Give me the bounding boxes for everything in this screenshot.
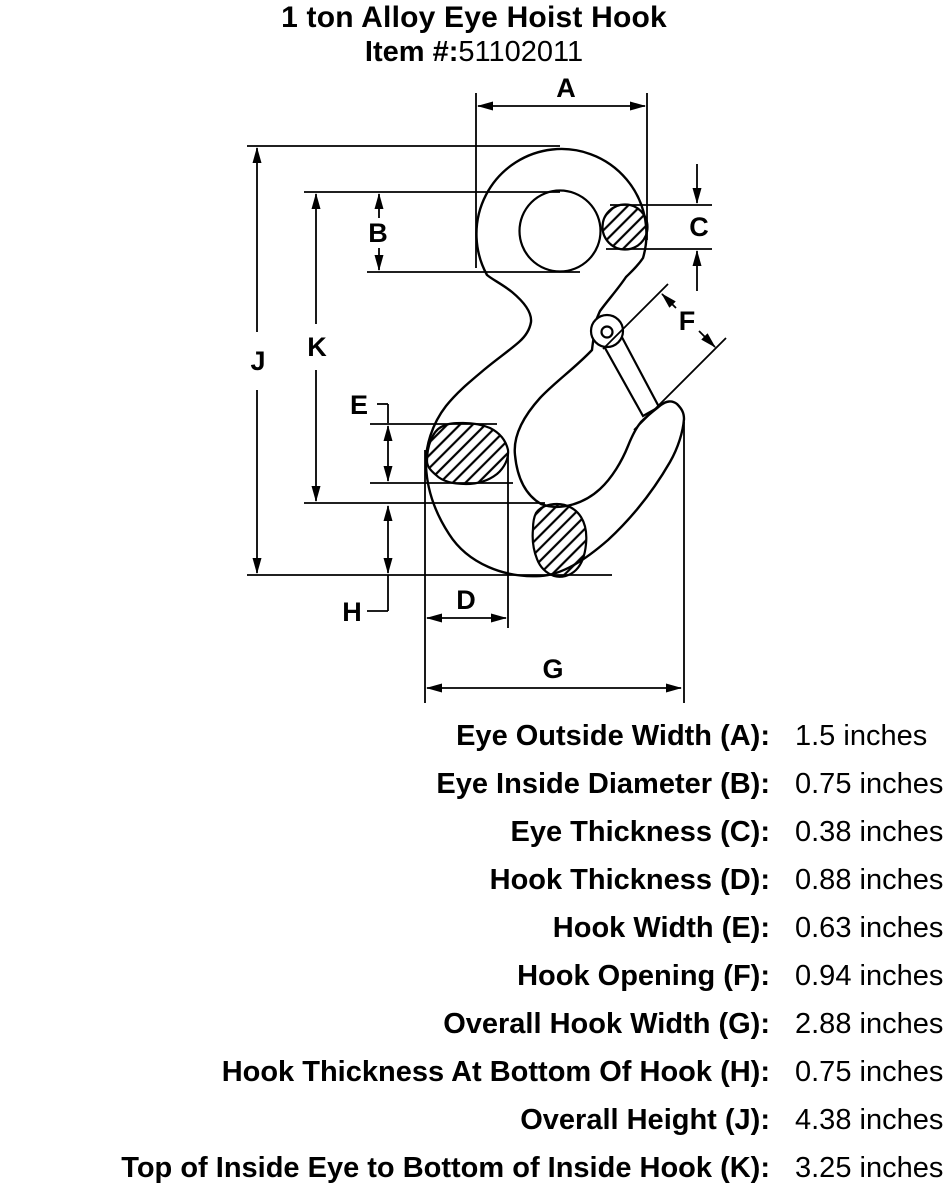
- spec-row: Overall Hook Width (G): 2.88 inches: [0, 1000, 948, 1048]
- hook-section-hatch: [425, 421, 510, 486]
- dim-line-F-bottom: [698, 330, 716, 348]
- bottom-section-hatch: [531, 502, 588, 578]
- spec-value: 2.88 inches: [795, 1007, 944, 1040]
- page-title: 1 ton Alloy Eye Hoist Hook: [281, 1, 667, 34]
- spec-value: 4.38 inches: [795, 1103, 944, 1136]
- spec-label: Eye Inside Diameter (B):: [436, 767, 770, 800]
- spec-label: Hook Thickness At Bottom Of Hook (H):: [221, 1055, 770, 1088]
- spec-row: Hook Opening (F): 0.94 inches: [0, 952, 948, 1000]
- dim-letter-G: G: [542, 654, 563, 684]
- spec-label: Hook Opening (F):: [517, 959, 770, 992]
- spec-value: 0.75 inches: [795, 767, 944, 800]
- eye-inner-circle: [518, 189, 602, 273]
- spec-label: Hook Width (E):: [552, 911, 770, 944]
- spec-label: Eye Outside Width (A):: [456, 719, 770, 752]
- extension-lines: [247, 93, 727, 703]
- dim-letter-A: A: [556, 73, 576, 103]
- dimension-lines: [252, 101, 716, 693]
- item-number-value: 51102011: [458, 36, 584, 68]
- spec-row: Eye Outside Width (A): 1.5 inches: [0, 712, 948, 760]
- spec-row: Hook Thickness At Bottom Of Hook (H): 0.7…: [0, 1048, 948, 1096]
- spec-row: Hook Width (E): 0.63 inches: [0, 904, 948, 952]
- dim-letter-H: H: [342, 597, 362, 627]
- spec-row: Top of Inside Eye to Bottom of Inside Ho…: [0, 1144, 948, 1192]
- spec-value: 0.75 inches: [795, 1055, 944, 1088]
- dim-letter-K: K: [307, 332, 327, 362]
- dim-letter-D: D: [456, 585, 476, 615]
- spec-value: 0.88 inches: [795, 863, 944, 896]
- spec-row: Eye Inside Diameter (B): 0.75 inches: [0, 760, 948, 808]
- spec-label: Hook Thickness (D):: [489, 863, 770, 896]
- spec-label: Top of Inside Eye to Bottom of Inside Ho…: [121, 1151, 770, 1184]
- spec-value: 0.94 inches: [795, 959, 944, 992]
- item-number-line: Item #:51102011: [0, 36, 948, 69]
- spec-label: Overall Hook Width (G):: [443, 1007, 770, 1040]
- spec-label: Overall Height (J):: [520, 1103, 770, 1136]
- dim-letter-F: F: [679, 306, 696, 336]
- spec-value: 3.25 inches: [795, 1151, 944, 1184]
- latch-pivot-pin: [600, 325, 614, 339]
- eye-section-hatch: [601, 203, 649, 251]
- spec-table: Eye Outside Width (A): 1.5 inches Eye Ins…: [0, 712, 948, 1192]
- spec-value: 1.5 inches: [795, 719, 928, 752]
- hook-technical-drawing: A B C D E F G H J K: [247, 73, 727, 703]
- dim-letter-J: J: [250, 346, 265, 376]
- dimension-letters: A B C D E F G H J K: [250, 73, 708, 684]
- spec-value: 0.38 inches: [795, 815, 944, 848]
- dim-letter-C: C: [689, 212, 709, 242]
- dim-letter-E: E: [350, 390, 368, 420]
- spec-value: 0.63 inches: [795, 911, 944, 944]
- dim-line-F-top: [661, 293, 677, 309]
- spec-row: Eye Thickness (C): 0.38 inches: [0, 808, 948, 856]
- spec-row: Hook Thickness (D): 0.88 inches: [0, 856, 948, 904]
- dim-letter-B: B: [368, 218, 388, 248]
- spec-row: Overall Height (J): 4.38 inches: [0, 1096, 948, 1144]
- title-block: 1 ton Alloy Eye Hoist Hook Item #:511020…: [0, 0, 948, 69]
- spec-label: Eye Thickness (C):: [510, 815, 770, 848]
- item-number-label: Item #:: [364, 36, 459, 68]
